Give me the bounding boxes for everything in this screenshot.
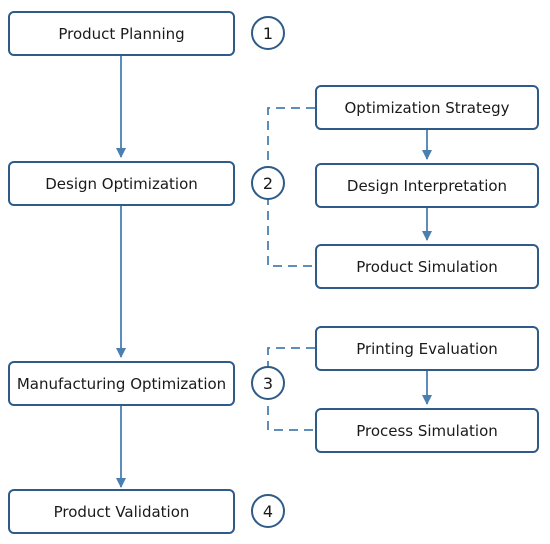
step-label: Product Planning [58, 24, 185, 43]
badge-number: 3 [262, 373, 274, 393]
badge-number: 1 [262, 23, 274, 43]
step-number-badge: 3 [251, 366, 285, 400]
badge-number: 4 [262, 501, 274, 521]
step-product-validation: Product Validation [8, 489, 235, 534]
step-label: Manufacturing Optimization [16, 374, 227, 393]
substep-label: Design Interpretation [346, 176, 508, 195]
step-design-optimization: Design Optimization [8, 161, 235, 206]
step-product-planning: Product Planning [8, 11, 235, 56]
step-label: Design Optimization [45, 174, 198, 193]
substep-process-simulation: Process Simulation [315, 408, 539, 453]
step-manufacturing-optimization: Manufacturing Optimization [8, 361, 235, 406]
substep-design-interpretation: Design Interpretation [315, 163, 539, 208]
step-number-badge: 1 [251, 16, 285, 50]
substep-label: Product Simulation [356, 257, 498, 276]
step-label: Product Validation [53, 502, 190, 521]
bracket-manufacturing-substeps [267, 347, 315, 431]
step-number-badge: 2 [251, 166, 285, 200]
badge-number: 2 [262, 173, 274, 193]
substep-label: Printing Evaluation [356, 339, 498, 358]
substep-optimization-strategy: Optimization Strategy [315, 85, 539, 130]
substep-product-simulation: Product Simulation [315, 244, 539, 289]
substep-label: Process Simulation [356, 421, 498, 440]
substep-label: Optimization Strategy [344, 98, 510, 117]
step-number-badge: 4 [251, 494, 285, 528]
substep-printing-evaluation: Printing Evaluation [315, 326, 539, 371]
